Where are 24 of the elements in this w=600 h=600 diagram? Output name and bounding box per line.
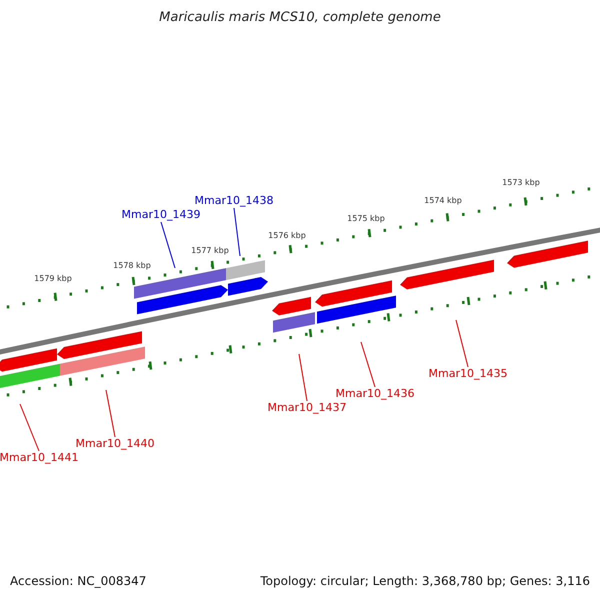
leader-line bbox=[234, 208, 240, 256]
gene-label: Mmar10_1436 bbox=[336, 388, 414, 399]
gene-label: Mmar10_1435 bbox=[428, 368, 508, 379]
scale-label: 1574 kbp bbox=[424, 197, 462, 205]
leader-line bbox=[160, 222, 176, 268]
scale-label: 1578 kbp bbox=[113, 262, 151, 270]
leader-line bbox=[360, 342, 376, 388]
scale-label: 1575 kbp bbox=[347, 215, 385, 223]
gene-label: Mmar10_1438 bbox=[194, 195, 274, 206]
gene-label: Mmar10_1437 bbox=[268, 402, 346, 413]
leader-line bbox=[298, 354, 308, 402]
gene-label: Mmar10_1439 bbox=[122, 209, 200, 220]
scale-label: 1573 kbp bbox=[502, 179, 540, 187]
scale-label: 1576 kbp bbox=[268, 232, 306, 240]
genome-summary-text: Topology: circular; Length: 3,368,780 bp; Genes: 3,116 bbox=[260, 575, 590, 587]
gene-label: Mmar10_1440 bbox=[76, 438, 154, 449]
leader-line bbox=[456, 320, 468, 368]
gene-label: Mmar10_1441 bbox=[0, 452, 78, 463]
leader-line bbox=[20, 404, 40, 452]
scale-label: 1577 kbp bbox=[191, 247, 229, 255]
scale-label: 1579 kbp bbox=[34, 275, 72, 283]
accession-text: Accession: NC_008347 bbox=[10, 575, 146, 587]
leader-line bbox=[106, 390, 116, 438]
diagram-title: Maricaulis maris MCS10, complete genome bbox=[159, 11, 441, 24]
